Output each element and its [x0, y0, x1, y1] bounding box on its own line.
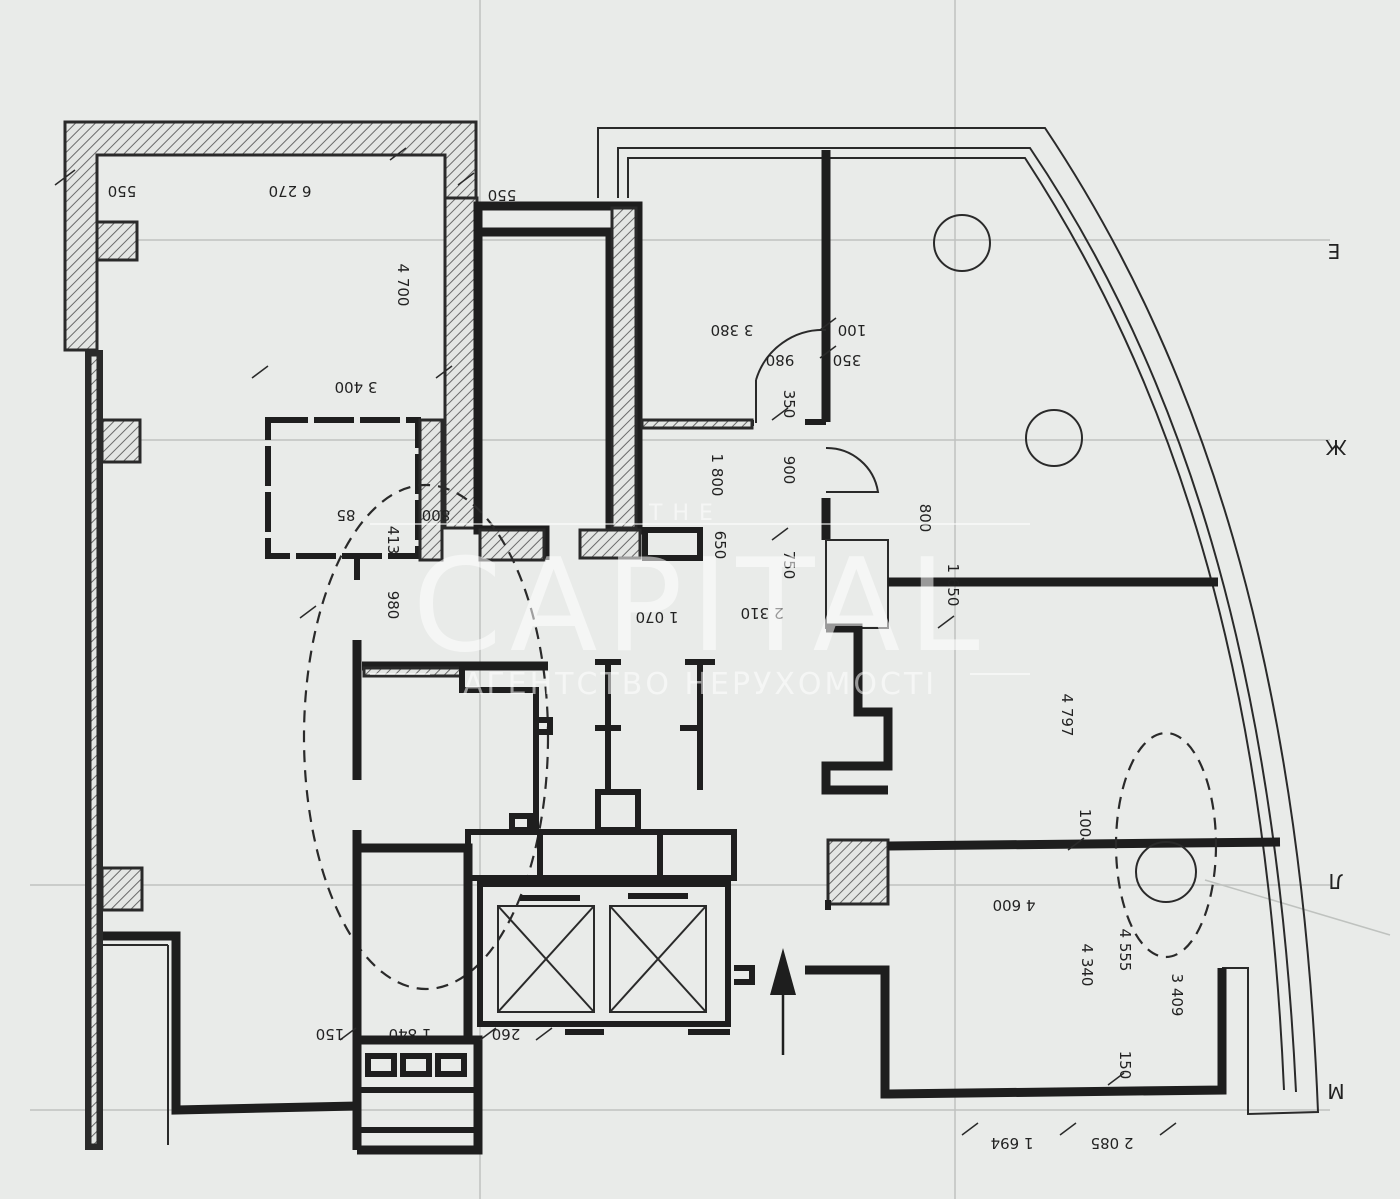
dim-label: 3 400	[335, 378, 378, 396]
dim-label: 650	[711, 531, 729, 560]
dim-label: 4 600	[993, 896, 1036, 914]
dim-label: 100	[1076, 809, 1094, 838]
dim-label: 4 700	[394, 264, 412, 307]
stair-shaft-walls	[352, 640, 755, 1155]
dashed-ellipses	[302, 483, 1218, 991]
dim-label: 980	[766, 351, 795, 369]
axis-label: Ж	[1325, 435, 1347, 459]
dim-label: 85	[336, 506, 355, 524]
axis-label: М	[1327, 1079, 1344, 1103]
dim-label: 2 085	[1091, 1134, 1134, 1152]
dim-label: 900	[780, 456, 798, 485]
east-outer-wall	[597, 127, 1320, 1116]
watermark-brand: CAPITAL	[413, 532, 988, 681]
dim-label: 413	[384, 526, 402, 555]
dim-label: 2 310	[741, 604, 784, 622]
east-partitions	[755, 150, 1281, 910]
axis-letters: Е Ж Л М	[1325, 239, 1347, 1103]
dim-label: 6 270	[269, 182, 312, 200]
dim-label: 550	[108, 182, 137, 200]
dim-label: 100	[838, 321, 867, 339]
dim-label: 4 555	[1116, 929, 1134, 972]
dim-label: 260	[492, 1025, 521, 1043]
dim-label: 1 650	[944, 564, 962, 607]
dim-label: 350	[780, 390, 798, 419]
watermark-top: THE	[648, 501, 723, 526]
dim-label: 800	[422, 506, 451, 524]
dimension-ticks	[54, 147, 1177, 1136]
dim-label: 750	[780, 551, 798, 580]
watermark-subtitle: АГЕНТСТВО НЕРУХОМОСТІ	[463, 667, 937, 702]
dim-label: 800	[916, 504, 934, 533]
dim-label: 1 070	[636, 608, 679, 626]
dim-label: 3 380	[711, 321, 754, 339]
dim-label: 1 840	[389, 1025, 432, 1043]
dim-label: 4 340	[1078, 944, 1096, 987]
dimension-labels: 550 6 270 550 4 700 3 400 3 380 100 980 …	[108, 182, 1186, 1152]
dim-label: 550	[488, 186, 517, 204]
central-walls	[473, 201, 754, 562]
dim-label: 4 797	[1058, 694, 1076, 737]
dim-label: 1 800	[708, 454, 726, 497]
dim-label: 3 409	[1168, 974, 1186, 1017]
dim-label: 1 694	[991, 1134, 1034, 1152]
dim-label: 150	[316, 1025, 345, 1043]
watermark: THE CAPITAL АГЕНТСТВО НЕРУХОМОСТІ	[370, 501, 1030, 702]
dim-label: 350	[833, 351, 862, 369]
axis-label: Е	[1328, 239, 1341, 263]
columns	[933, 214, 1197, 903]
dim-label: 150	[1116, 1051, 1134, 1080]
axis-label: Л	[1328, 869, 1343, 893]
west-wing-walls	[63, 120, 479, 912]
entrance-arrow	[770, 948, 796, 1055]
dim-label: 980	[384, 591, 402, 620]
west-outer-wall	[85, 350, 358, 1150]
